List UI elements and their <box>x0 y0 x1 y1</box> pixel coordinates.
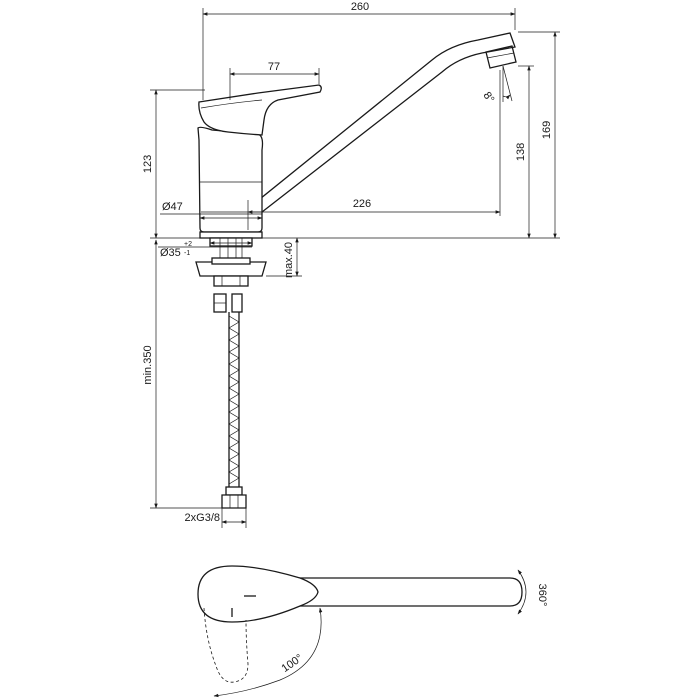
handle-rotation-arc <box>213 607 323 698</box>
dim-body-height: 123 <box>142 155 154 173</box>
aerator <box>485 45 517 69</box>
base-ring <box>199 231 263 239</box>
faucet-body <box>197 126 264 233</box>
spout-top <box>262 577 523 607</box>
dim-spout-rotation: 360° <box>536 584 548 607</box>
lever-handle <box>198 84 322 136</box>
spout <box>248 32 516 213</box>
dim-handle-length: 77 <box>268 61 280 73</box>
dim-min-hose-length: min.350 <box>142 345 154 384</box>
dim-handle-rotation: 100° <box>280 652 306 675</box>
dim-body-diameter: Ø47 <box>162 201 183 213</box>
dim-hole-tol-upper: +2 <box>184 241 192 248</box>
spout-rotation-arc <box>517 569 527 615</box>
side-view: 260 77 226 Ø47 Ø35 +2 -1 123 169 138 <box>142 1 560 528</box>
handle-top <box>197 565 319 623</box>
dim-spout-reach: 226 <box>353 198 371 210</box>
dim-total-height: 169 <box>541 121 553 139</box>
dim-connection: 2xG3/8 <box>185 512 220 524</box>
top-view: 360° 100° <box>197 565 548 698</box>
fixing-nut <box>213 275 249 287</box>
hose-connector <box>221 486 247 509</box>
dim-hole-tol-lower: -1 <box>184 250 190 257</box>
dim-overall-reach: 260 <box>351 1 369 13</box>
flexible-hose <box>228 312 240 487</box>
mounting-shank <box>209 237 253 247</box>
dim-max-deck-thickness: max.40 <box>283 242 295 278</box>
dim-spout-angle: 8° <box>481 90 497 106</box>
dim-spout-clearance: 138 <box>515 143 527 161</box>
dim-hole-diameter: Ø35 <box>160 247 181 259</box>
